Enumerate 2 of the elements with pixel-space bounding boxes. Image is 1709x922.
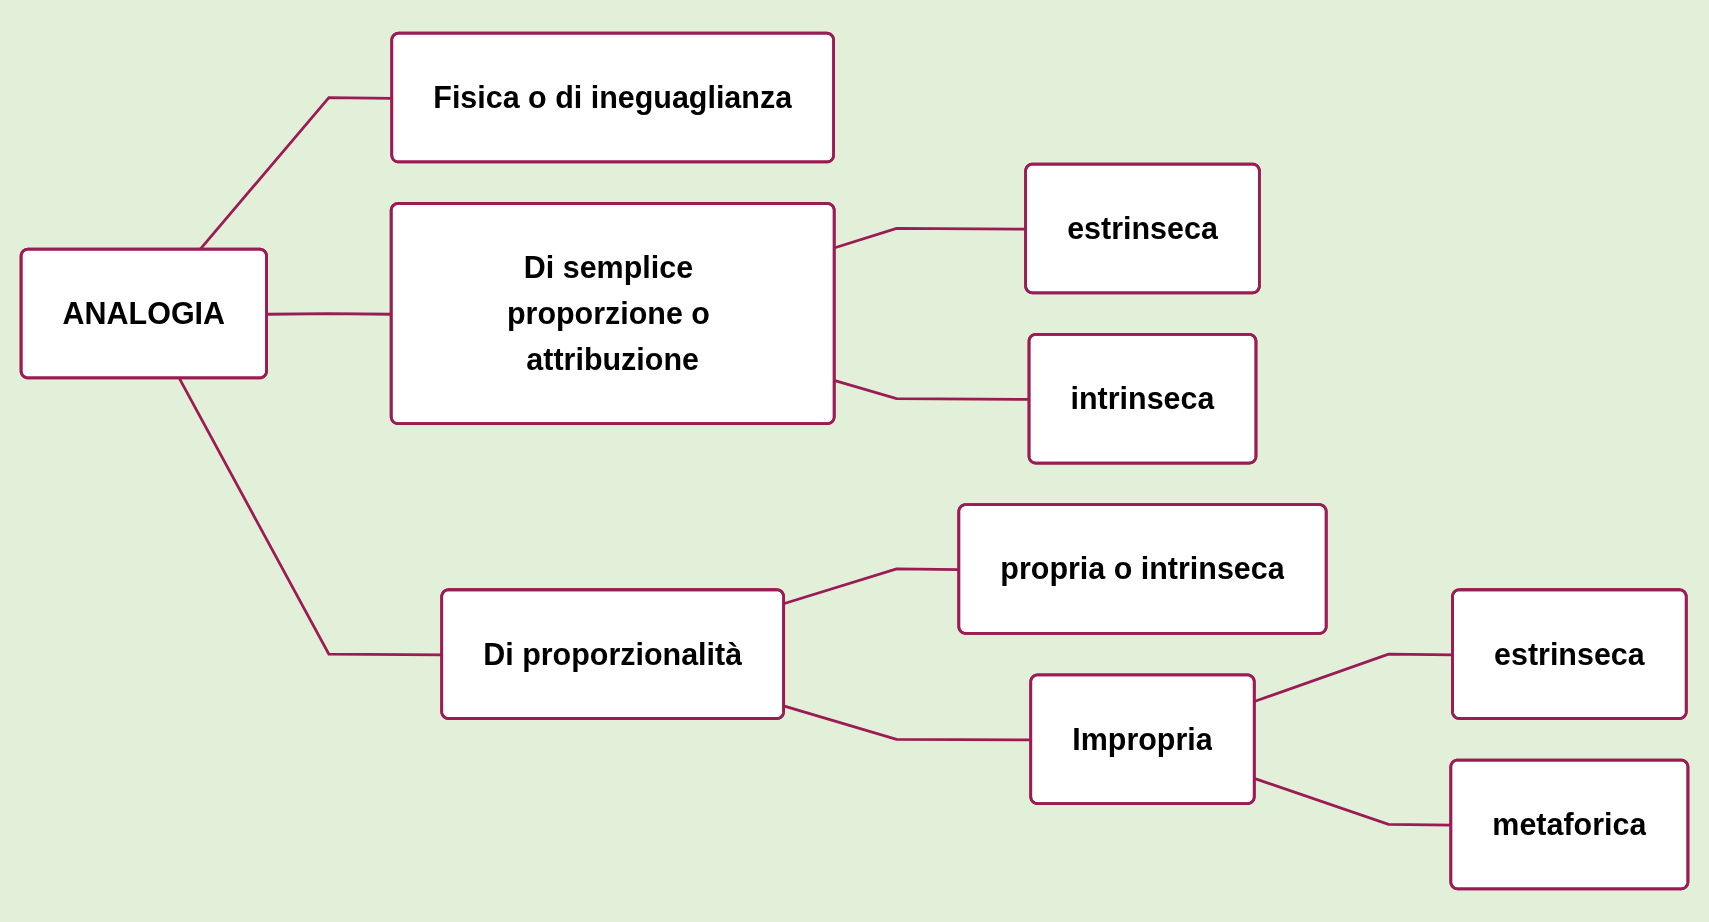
connector bbox=[834, 379, 1030, 401]
connector bbox=[267, 312, 392, 316]
